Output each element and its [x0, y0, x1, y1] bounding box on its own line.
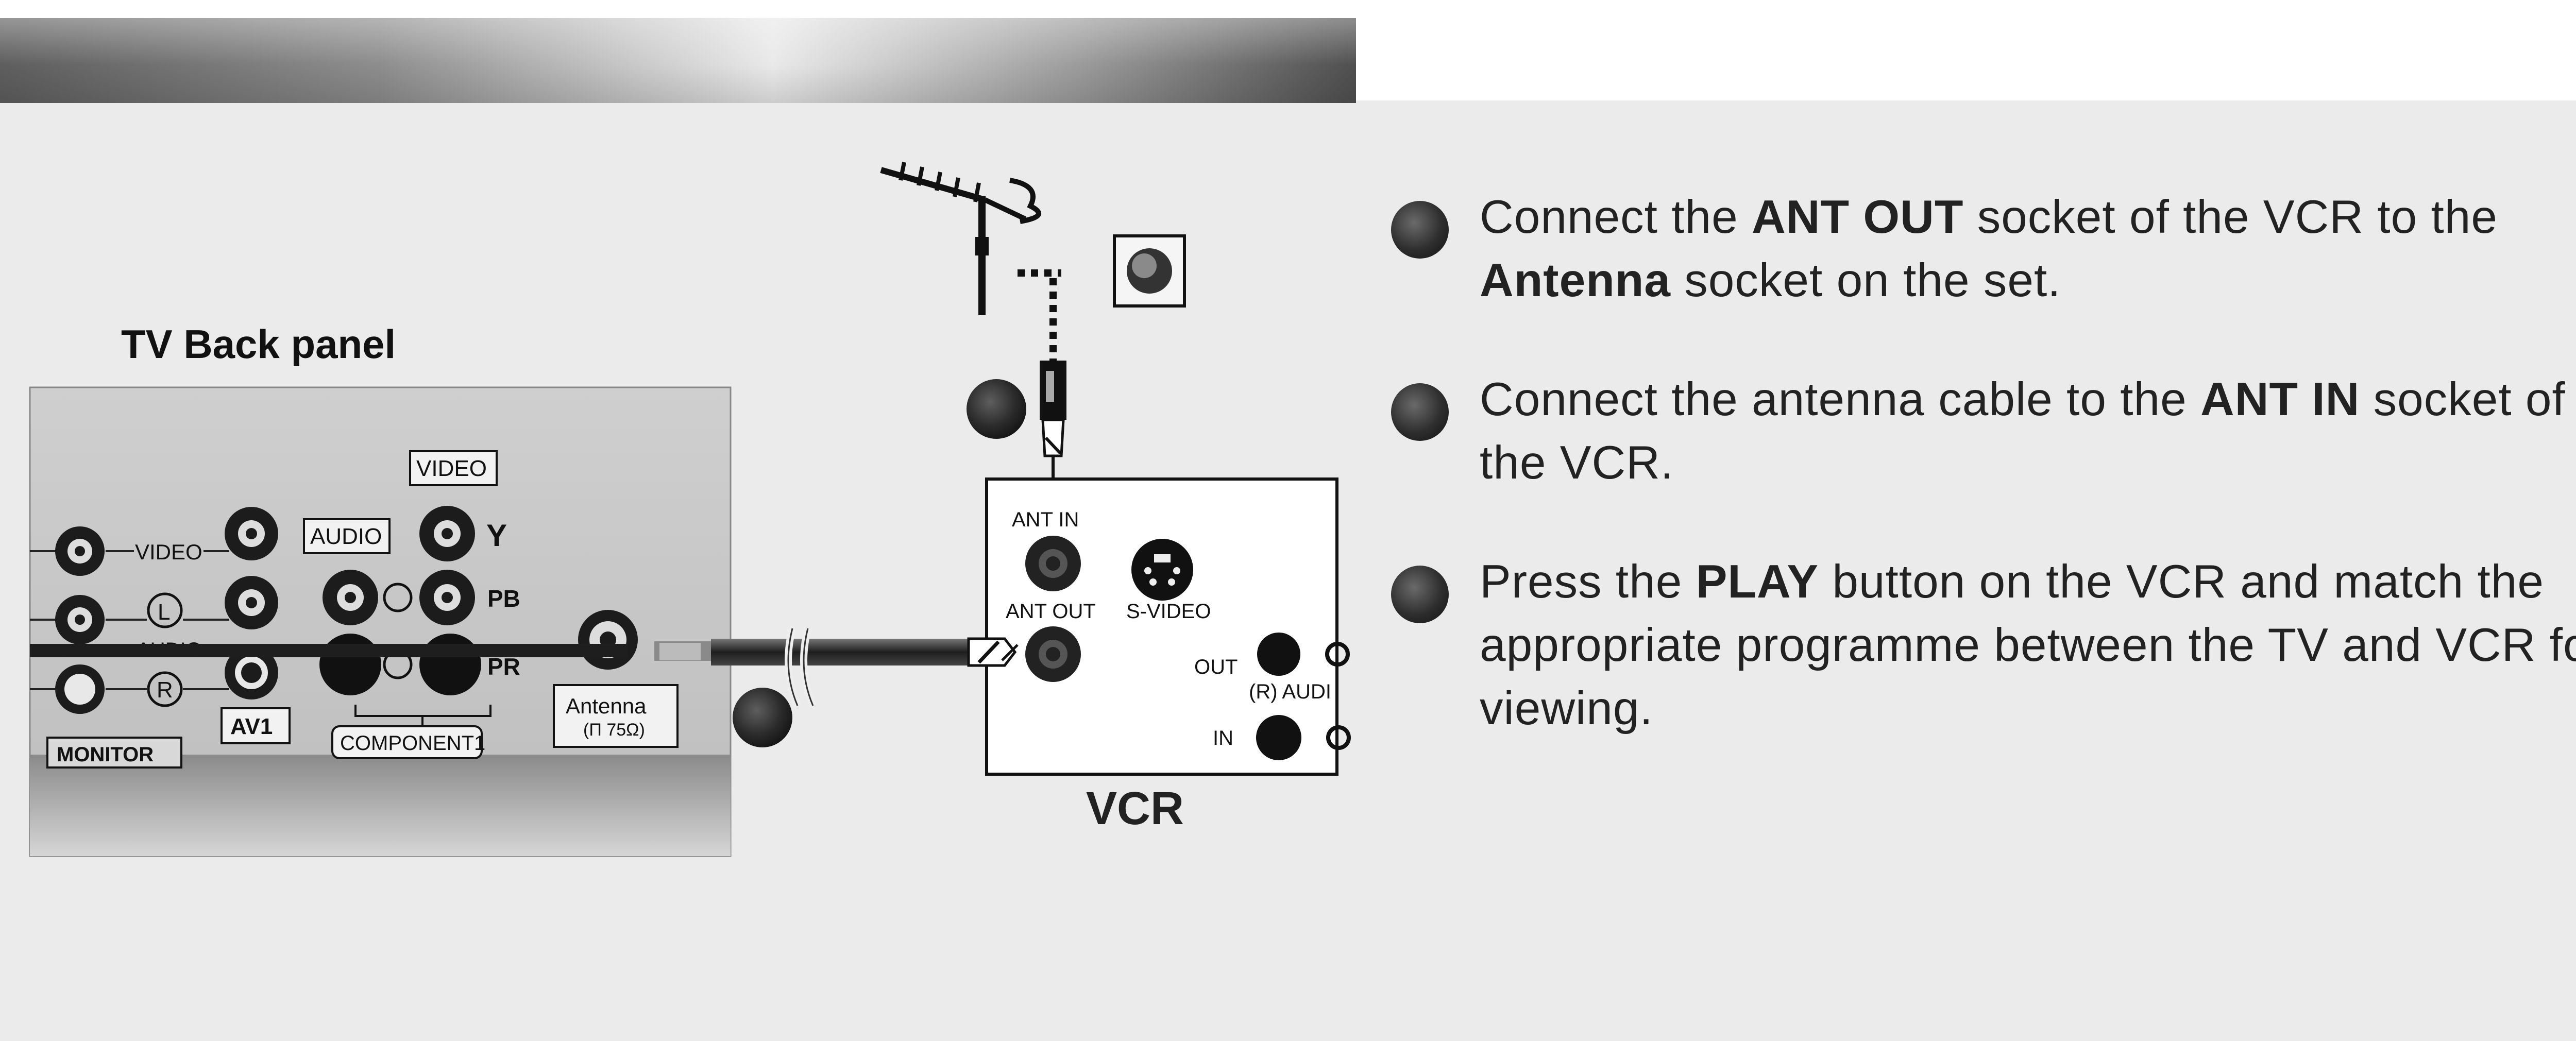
audio-box-label: AUDIO — [310, 524, 382, 549]
instruction-step-2: Connect the antenna cable to the ANT IN … — [1391, 368, 2576, 494]
step-bold-term: ANT IN — [2200, 373, 2360, 425]
step-text-part: Connect the — [1480, 191, 1752, 243]
vcr-audio-out-jack — [1257, 633, 1300, 676]
vcr-ant-out-socket — [1025, 626, 1081, 682]
component-y-jack — [419, 506, 475, 561]
instruction-list: Connect the ANT OUT socket of the VCR to… — [1391, 185, 2576, 796]
monitor-audio-r-jack — [55, 664, 105, 714]
audio-l-jack — [323, 570, 378, 625]
vcr-in-label: IN — [1213, 727, 1233, 749]
av1-label: AV1 — [230, 714, 273, 739]
antenna-plug — [1040, 361, 1066, 507]
panel-cable — [30, 644, 628, 657]
vcr-audio-in-jack-2 — [1326, 725, 1351, 750]
connection-diagram: TV Back panel VIDEO L AUDIO R — [29, 162, 1351, 857]
step-bullet-icon — [1391, 201, 1449, 259]
step1-marker-disc — [733, 688, 792, 747]
wall-antenna-outlet — [1113, 234, 1186, 308]
step-bullet-icon — [1391, 383, 1449, 441]
vcr-audio-label: (R) AUDI — [1249, 680, 1331, 703]
av1-video-jack — [225, 507, 278, 560]
header-blank-area — [1356, 0, 2576, 100]
antenna-sub-label: (Π 75Ω) — [583, 720, 645, 740]
step-text-part: socket of the VCR to the — [1963, 191, 2498, 243]
vcr-audio-out-jack-2 — [1325, 642, 1350, 667]
vcr-rear-panel: ANT IN ANT OUT S-VIDEO OUT (R) AUDI IN — [985, 477, 1351, 776]
vcr-ant-in-socket — [1025, 536, 1081, 591]
step2-marker-disc — [967, 379, 1026, 439]
component-y-label: Y — [486, 518, 507, 553]
step-text: Connect the ANT OUT socket of the VCR to… — [1480, 185, 2576, 312]
step-text-part: Press the — [1480, 556, 1696, 608]
video-jack-label: VIDEO — [135, 540, 202, 564]
vcr-out-label: OUT — [1194, 656, 1238, 678]
av1-audio-r-jack — [225, 646, 278, 699]
vcr-ant-in-label: ANT IN — [1012, 508, 1079, 531]
instruction-step-1: Connect the ANT OUT socket of the VCR to… — [1391, 185, 2576, 312]
antenna-label: Antenna — [566, 694, 647, 718]
step-text: Connect the antenna cable to the ANT IN … — [1480, 368, 2576, 494]
component-pr-label: PR — [487, 653, 520, 680]
component1-label: COMPONENT1 — [340, 732, 485, 755]
vcr-ant-out-label: ANT OUT — [1006, 600, 1096, 623]
instruction-step-3: Press the PLAY button on the VCR and mat… — [1391, 550, 2576, 740]
step-bullet-icon — [1391, 566, 1449, 623]
monitor-video-jack — [55, 526, 105, 576]
vcr-audio-in-jack — [1256, 715, 1301, 760]
monitor-r-symbol: R — [157, 677, 173, 703]
tv-antenna-socket — [578, 610, 638, 670]
component-pb-label: PB — [487, 585, 520, 612]
tv-back-panel: VIDEO L AUDIO R AV1 AUDIO VIDEO — [29, 386, 732, 857]
header-band — [0, 18, 1356, 103]
vcr-label: VCR — [1086, 783, 1184, 834]
step-bold-term: Antenna — [1480, 254, 1671, 306]
vcr-s-video-label: S-VIDEO — [1126, 600, 1211, 623]
video-box-label: VIDEO — [416, 456, 487, 481]
component-pr-jack — [419, 634, 481, 695]
tv-vcr-coax-cable — [654, 627, 1019, 707]
step-text-part: Connect the antenna cable to the — [1480, 373, 2201, 425]
step-bold-term: ANT OUT — [1752, 191, 1964, 243]
outdoor-antenna-icon — [880, 162, 1041, 315]
step-bold-term: PLAY — [1696, 556, 1819, 608]
monitor-label: MONITOR — [57, 743, 154, 766]
tv-panel-title: TV Back panel — [121, 321, 396, 367]
av1-audio-l-jack — [225, 576, 278, 629]
step-text-part: button on the VCR and match the appropri… — [1480, 556, 2576, 735]
monitor-audio-l-jack — [55, 595, 105, 644]
step-text: Press the PLAY button on the VCR and mat… — [1480, 550, 2576, 740]
step-text-part: socket on the set. — [1671, 254, 2061, 306]
audio-r-jack — [319, 634, 381, 695]
monitor-l-symbol: L — [158, 600, 170, 625]
step-text-part: socket of the VCR. — [1480, 373, 2566, 489]
top-margin — [0, 0, 1356, 18]
vcr-s-video-socket — [1131, 539, 1193, 601]
component-pb-jack — [419, 570, 475, 625]
